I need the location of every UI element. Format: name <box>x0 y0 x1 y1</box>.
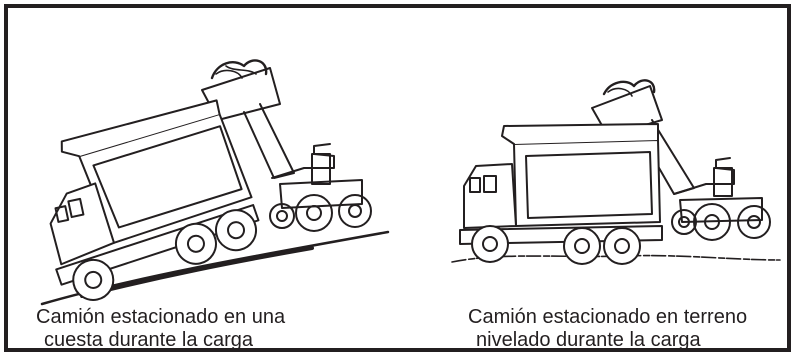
truck-cab <box>49 182 115 266</box>
panel-level: Camión estacionado en terreno nivelado d… <box>412 8 795 351</box>
caption-slope-line1: Camión estacionado en una <box>36 306 286 328</box>
dump-truck-left <box>49 99 260 301</box>
truck-cab <box>463 163 517 229</box>
loader-cab <box>271 143 335 179</box>
caption-level-line1: Camión estacionado en terreno <box>468 306 748 328</box>
dump-truck-right <box>459 123 663 265</box>
caption-slope-line2: cuesta durante la carga <box>44 329 254 351</box>
figure-frame: Camión estacionado en una cuesta durante… <box>4 4 791 352</box>
wheel-loader-left <box>201 59 372 232</box>
loader-arm <box>243 103 295 179</box>
caption-slope: Camión estacionado en una cuesta durante… <box>36 306 285 352</box>
loader-body <box>279 179 363 209</box>
panel-slope: Camión estacionado en una cuesta durante… <box>12 8 395 351</box>
caption-level-line2: nivelado durante la carga <box>476 329 701 351</box>
level-illustration <box>451 79 781 265</box>
caption-level: Camión estacionado en terreno nivelado d… <box>468 306 747 352</box>
slope-illustration <box>40 59 390 306</box>
